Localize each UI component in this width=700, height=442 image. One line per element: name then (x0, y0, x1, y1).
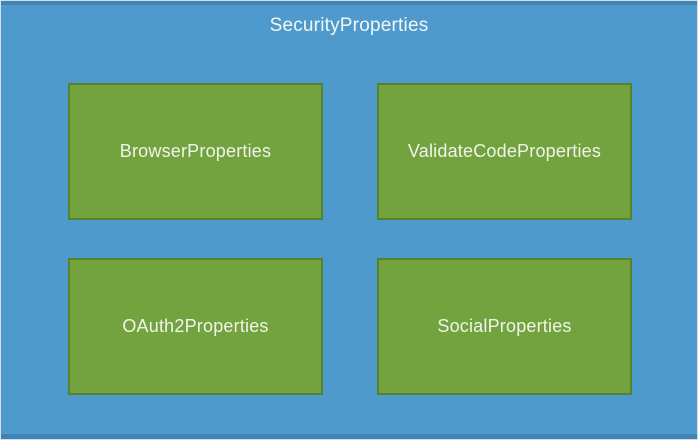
validate-code-properties-box: ValidateCodeProperties (377, 83, 632, 220)
oauth2-properties-box: OAuth2Properties (68, 258, 323, 395)
browser-properties-box: BrowserProperties (68, 83, 323, 220)
diagram-title: SecurityProperties (269, 15, 429, 36)
social-properties-box: SocialProperties (377, 258, 632, 395)
